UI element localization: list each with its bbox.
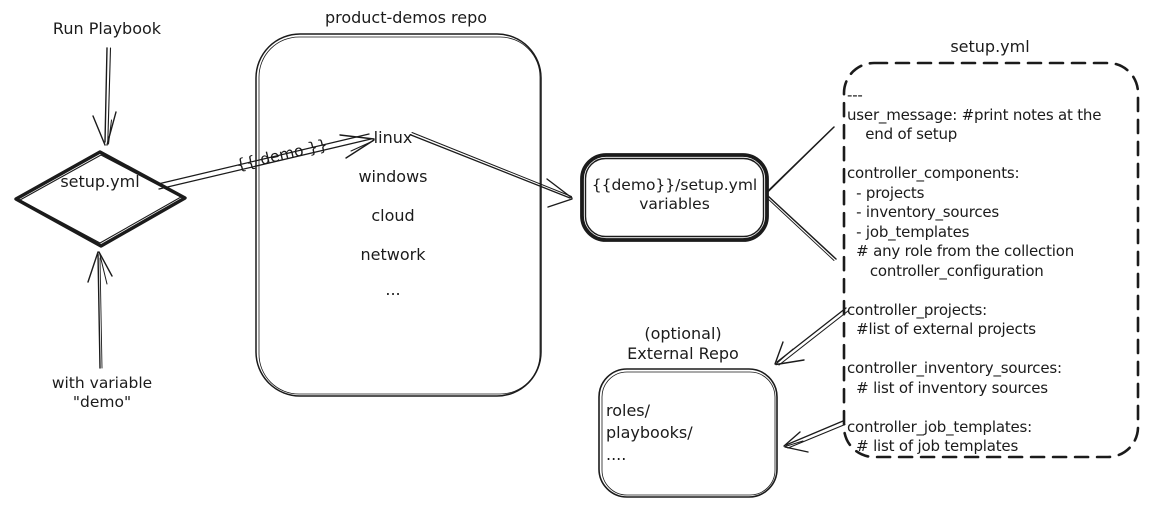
- diamond-shape: [14, 150, 187, 248]
- run-playbook-label: Run Playbook: [52, 19, 162, 38]
- arrow-setup-to-external-top: [774, 307, 849, 366]
- repo-item-windows: windows: [358, 167, 428, 186]
- connector-variables-to-setup-top: [766, 126, 835, 194]
- external-repo-box: [598, 368, 778, 498]
- arrow-linux-to-variables: [410, 132, 573, 208]
- repo-item-cloud: cloud: [371, 206, 415, 225]
- arrow-with-variable: [87, 251, 113, 369]
- variables-box-label: {{demo}}/setup.yml variables: [591, 176, 758, 214]
- repo-box: [255, 33, 542, 397]
- repo-item-linux: linux: [373, 128, 413, 147]
- external-repo-listing: roles/ playbooks/ ....: [606, 401, 693, 464]
- setup-yml-box: [842, 61, 1140, 459]
- diamond-label: setup.yml: [60, 172, 140, 191]
- connector-variables-to-setup-bottom: [766, 195, 837, 261]
- with-variable-note: with variable "demo": [51, 374, 153, 412]
- setup-yml-content: --- user_message: #print notes at the en…: [847, 86, 1102, 455]
- arrow-demo: [157, 133, 375, 190]
- repo-item-network: network: [360, 245, 426, 264]
- repo-title: product-demos repo: [324, 8, 488, 27]
- arrow-setup-to-external-bottom: [783, 420, 846, 453]
- setup-yml-title: setup.yml: [950, 37, 1030, 56]
- external-repo-title: (optional) External Repo: [627, 324, 739, 363]
- arrow-run-playbook: [92, 47, 117, 146]
- repo-item-more: ...: [385, 280, 401, 299]
